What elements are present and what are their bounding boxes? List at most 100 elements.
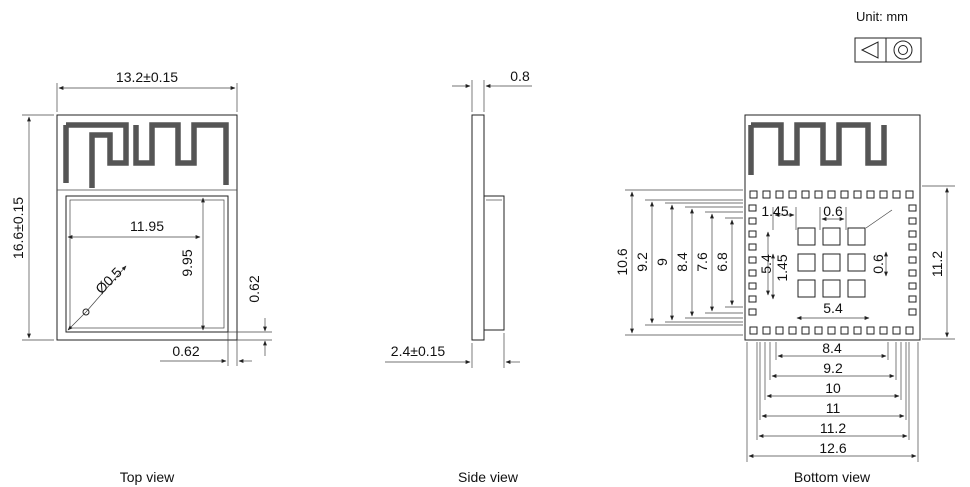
inner-pad [797, 253, 816, 272]
dim-board-thickness: 0.8 [510, 68, 530, 84]
left-edge-pad [748, 230, 757, 238]
left-edge-pad [748, 269, 757, 277]
dim-inner-width: 11.95 [130, 218, 164, 234]
top-edge-pad [892, 190, 901, 199]
top-edge-pad [775, 190, 784, 199]
top-shield-can [65, 195, 229, 333]
top-edge-pad [762, 190, 771, 199]
bottom-edge-pad [866, 326, 875, 335]
dim-inner-pitch-h: 1.45 [761, 203, 788, 219]
dim-inner-span-h: 5.4 [823, 300, 843, 316]
left-edge-pad [748, 243, 757, 251]
dim-hole-diameter: Ø0.5 [92, 264, 125, 297]
inner-pad [847, 227, 866, 246]
bottom-edge-pad [762, 326, 771, 335]
bottom-edge-pad [879, 326, 888, 335]
bottom-pads [748, 190, 917, 335]
right-edge-pad [908, 282, 917, 290]
dim-under-5: 11.2 [820, 420, 846, 436]
inner-pad [797, 279, 816, 298]
dim-left-5: 7.6 [694, 252, 710, 272]
inner-pad [797, 227, 816, 246]
under-dims: 8.4 9.2 10 11 11.2 12.6 [746, 340, 919, 462]
side-board [471, 114, 485, 341]
bottom-edge-pad [905, 326, 914, 335]
left-edge-pad [748, 308, 757, 316]
bottom-edge-pad [814, 326, 823, 335]
top-edge-pad [801, 190, 810, 199]
dim-top-height: 16.6±0.15 [10, 197, 26, 259]
top-view: 13.2±0.15 16.6±0.15 11.95 9.95 Ø0.5 0.62… [10, 69, 272, 485]
bottom-edge-pad [892, 326, 901, 335]
left-dims: 10.6 9.2 9 8.4 7.6 6.8 [614, 189, 743, 336]
bottom-edge-pad [749, 326, 758, 335]
dim-under-2: 9.2 [823, 360, 843, 376]
right-edge-pad [908, 217, 917, 225]
caption-top-view: Top view [120, 469, 175, 485]
dim-left-3: 9 [654, 258, 670, 266]
left-edge-pad [748, 295, 757, 303]
dim-under-4: 11 [826, 400, 841, 416]
right-dims: 11.2 [922, 185, 955, 340]
bottom-edge-pad [853, 326, 862, 335]
bottom-board-outline [744, 114, 921, 341]
top-edge-pad [879, 190, 888, 199]
dim-top-width: 13.2±0.15 [116, 69, 178, 85]
dim-inner-pitch-v: 1.45 [774, 254, 790, 281]
right-edge-pad [908, 230, 917, 238]
dim-side-margin: 0.62 [246, 275, 262, 302]
dim-left-2: 9.2 [634, 252, 650, 272]
top-edge-pad [749, 190, 758, 199]
side-shield [483, 195, 505, 331]
top-edge-pad [905, 190, 914, 199]
dim-inner-span-v: 5.4 [758, 254, 774, 274]
top-edge-pad [814, 190, 823, 199]
side-view: 0.8 2.4±0.15 Side view [385, 68, 532, 485]
top-edge-pad [788, 190, 797, 199]
dim-inner-height: 9.95 [179, 249, 195, 276]
dim-under-6: 12.6 [819, 440, 846, 456]
right-edge-pad [908, 308, 917, 316]
bottom-view: 10.6 9.2 9 8.4 7.6 6.8 [614, 114, 955, 485]
dim-under-3: 10 [825, 380, 841, 396]
top-edge-pad [866, 190, 875, 199]
top-edge-pad [853, 190, 862, 199]
right-edge-pad [908, 269, 917, 277]
dim-under-1: 8.4 [822, 340, 842, 356]
inner-pad [822, 279, 841, 298]
inner-pad [822, 253, 841, 272]
right-edge-pad [908, 243, 917, 251]
left-edge-pad [748, 217, 757, 225]
bottom-edge-pad [775, 326, 784, 335]
dim-right: 11.2 [929, 251, 945, 277]
projection-symbol-icon [854, 37, 922, 63]
right-edge-pad [908, 295, 917, 303]
bottom-edge-pad [788, 326, 797, 335]
inner-pad [847, 253, 866, 272]
bottom-edge-pad [840, 326, 849, 335]
top-edge-pad [827, 190, 836, 199]
dim-inner-pad-v: 0.6 [870, 254, 886, 274]
top-edge-pad [840, 190, 849, 199]
top-board-outline [56, 114, 238, 341]
dim-total-thickness: 2.4±0.15 [391, 343, 446, 359]
dim-bottom-margin: 0.62 [172, 343, 199, 359]
caption-bottom-view: Bottom view [794, 469, 871, 485]
inner-dims: 1.45 0.6 1.45 0.6 5.4 5.4 [758, 203, 893, 320]
unit-label: Unit: mm [856, 9, 908, 24]
left-edge-pad [748, 256, 757, 264]
inner-pad [847, 279, 866, 298]
dim-left-6: 6.8 [714, 252, 730, 272]
top-hole [82, 308, 90, 316]
right-edge-pad [908, 256, 917, 264]
bottom-edge-pad [827, 326, 836, 335]
top-antenna-trace [63, 122, 229, 188]
bottom-antenna-trace [748, 122, 887, 175]
right-edge-pad [908, 204, 917, 212]
bottom-edge-pad [801, 326, 810, 335]
dim-left-4: 8.4 [674, 252, 690, 272]
left-edge-pad [748, 204, 757, 212]
dim-inner-pad-h: 0.6 [823, 203, 843, 219]
caption-side-view: Side view [458, 469, 519, 485]
